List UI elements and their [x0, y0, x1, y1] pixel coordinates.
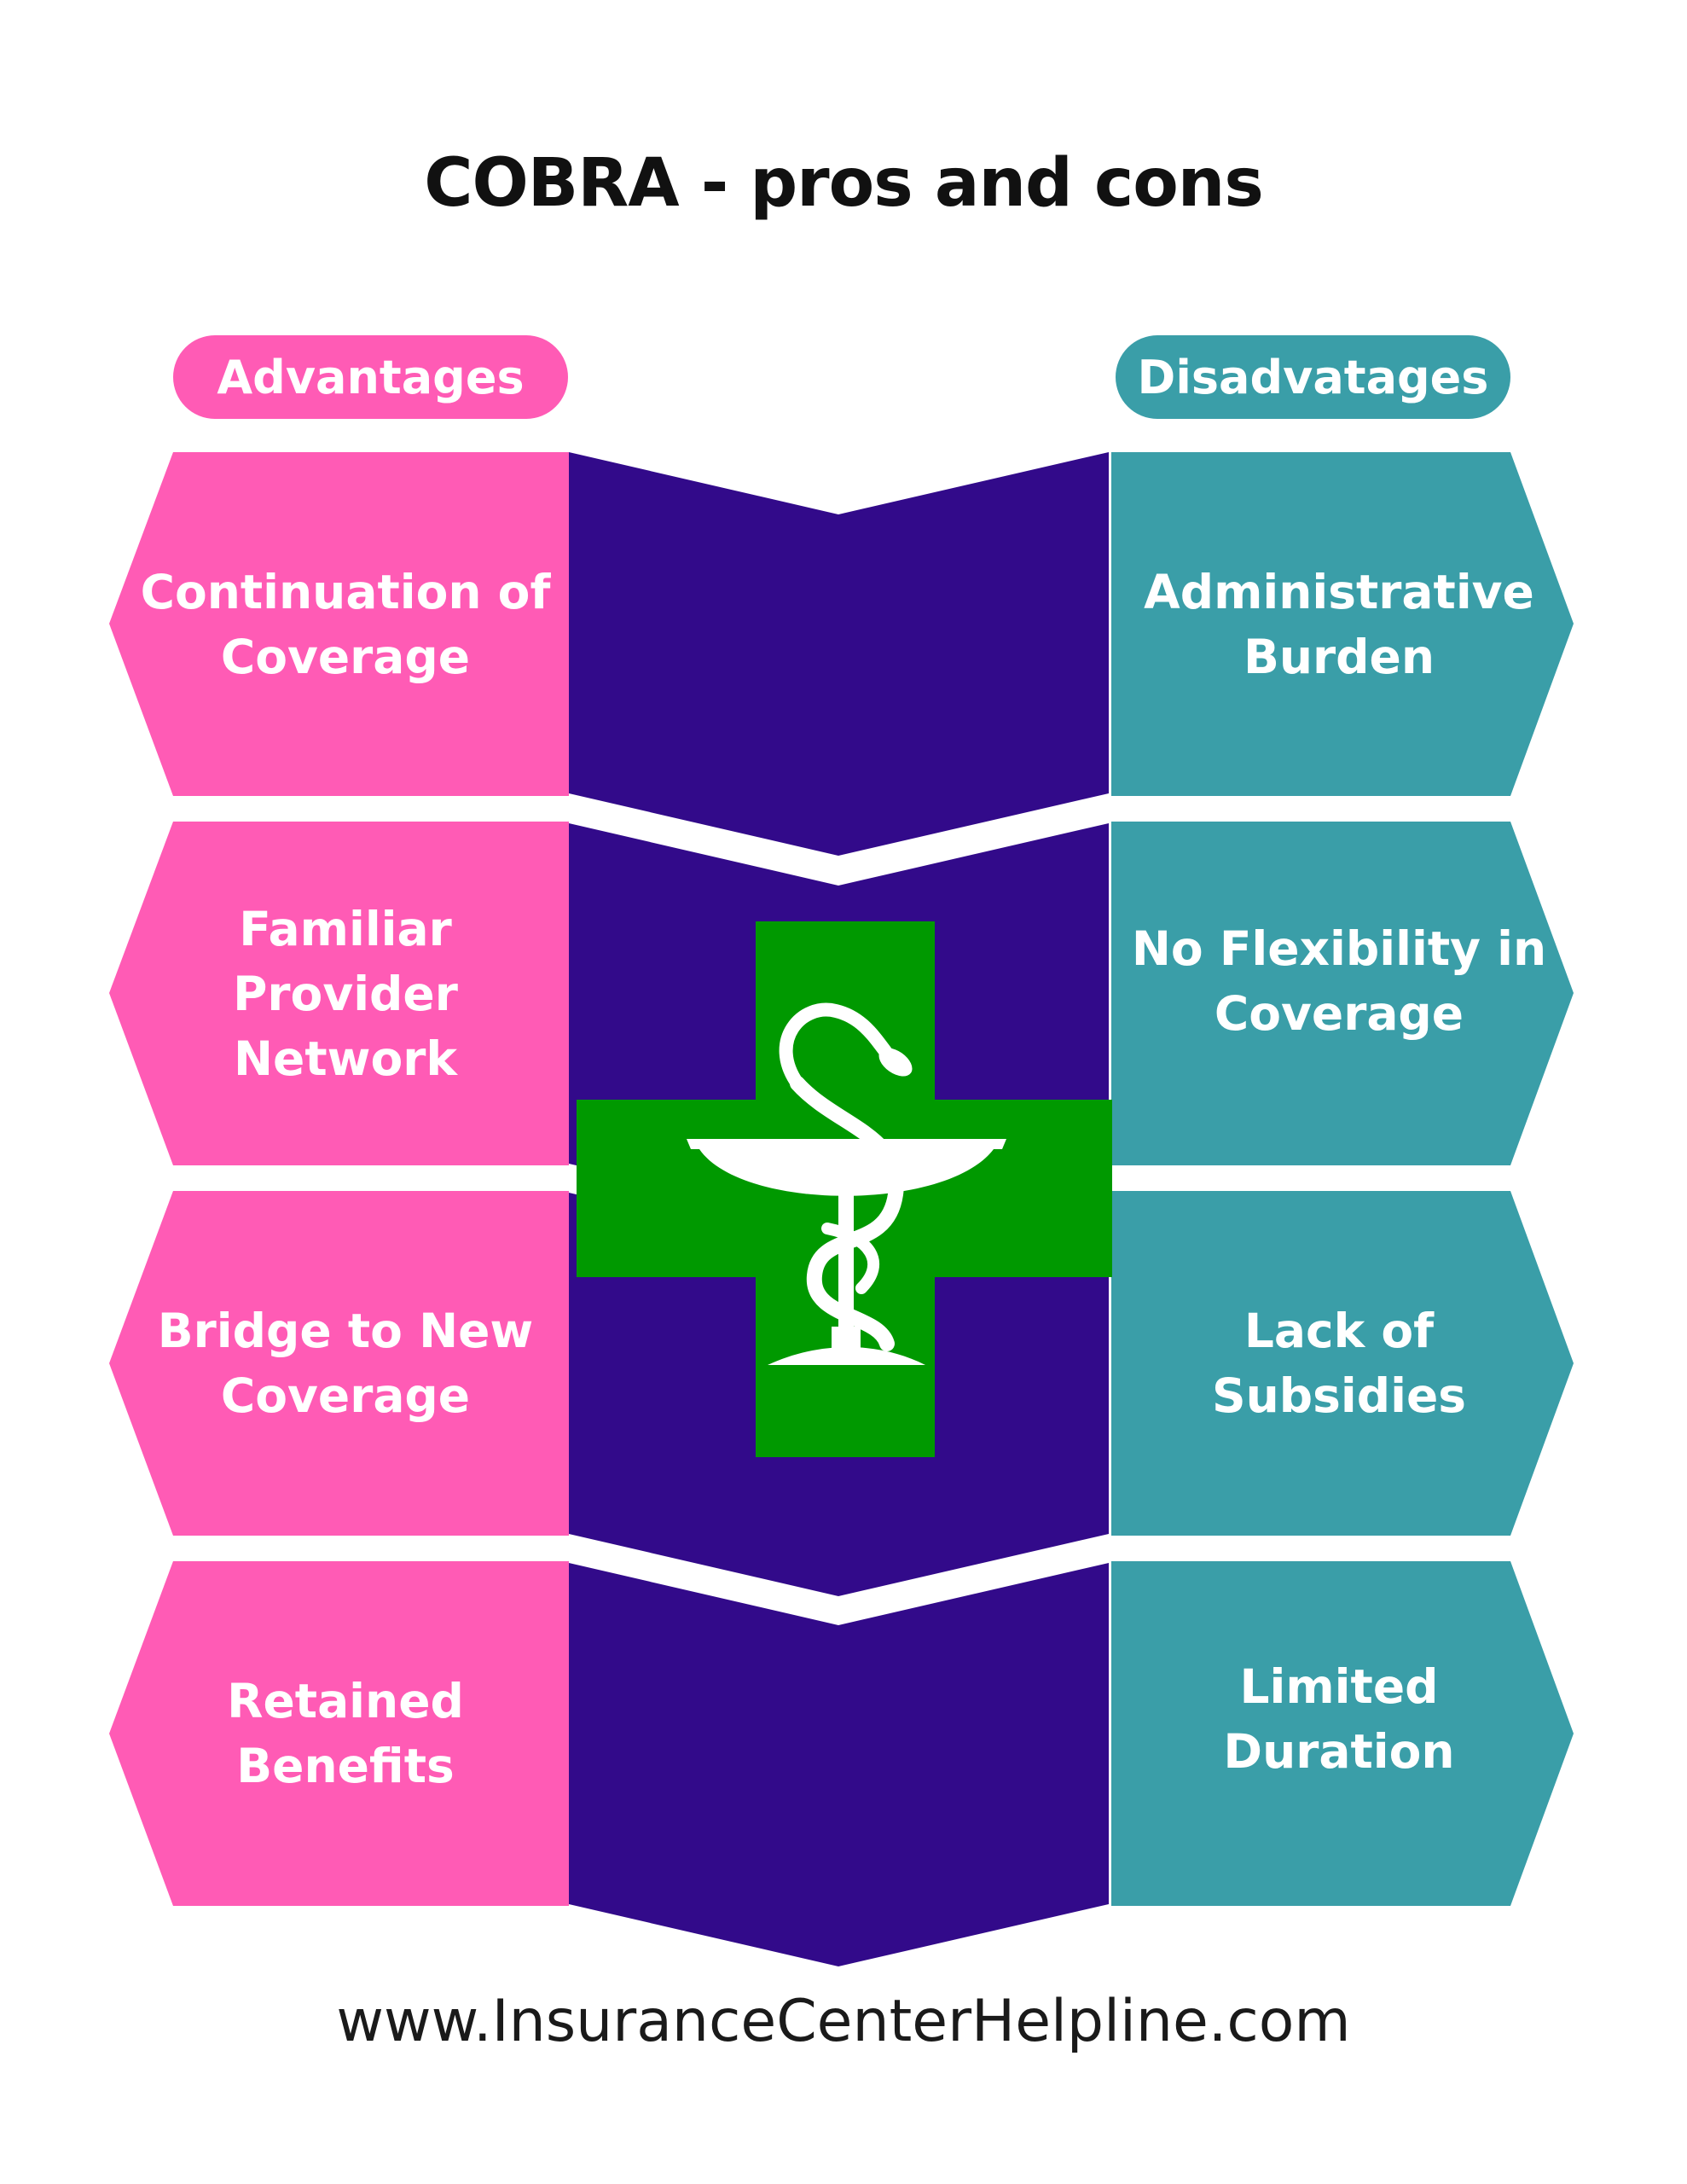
- advantage-shape-3: [109, 1191, 569, 1536]
- advantage-shape-2: [109, 822, 569, 1165]
- disadvantage-item-2: No Flexibility in Coverage: [1131, 921, 1547, 1041]
- disadvantage-shape-2: [1111, 822, 1574, 1165]
- center-band-4: [569, 1563, 1109, 1966]
- page-title: COBRA - pros and cons: [424, 145, 1264, 222]
- disadvantage-item-1: Administrative Burden: [1144, 565, 1534, 684]
- pharmacy-cross-icon: [577, 921, 1112, 1457]
- disadvantages-header: Disadvatages: [1116, 335, 1510, 419]
- advantage-item-1: Continuation of Coverage: [140, 565, 551, 684]
- disadvantage-item-3: Lack of Subsidies: [1212, 1304, 1466, 1423]
- advantage-item-4: Retained Benefits: [227, 1674, 464, 1793]
- disadvantage-shape-3: [1111, 1191, 1574, 1536]
- center-band-1: [569, 452, 1109, 856]
- footer-url: www.InsuranceCenterHelpline.com: [336, 1988, 1351, 2055]
- disadvantage-item-4: Limited Duration: [1223, 1659, 1455, 1779]
- advantage-item-2: Familiar Provider Network: [233, 902, 458, 1086]
- advantage-shape-1: [109, 452, 569, 796]
- advantage-shape-4: [109, 1561, 569, 1906]
- advantage-item-3: Bridge to New Coverage: [157, 1304, 534, 1423]
- bowl-of-hygieia-icon: [687, 1002, 1006, 1365]
- disadvantage-shape-1: [1111, 452, 1574, 796]
- disadvantage-shape-4: [1111, 1561, 1574, 1906]
- advantages-header: Advantages: [173, 335, 568, 419]
